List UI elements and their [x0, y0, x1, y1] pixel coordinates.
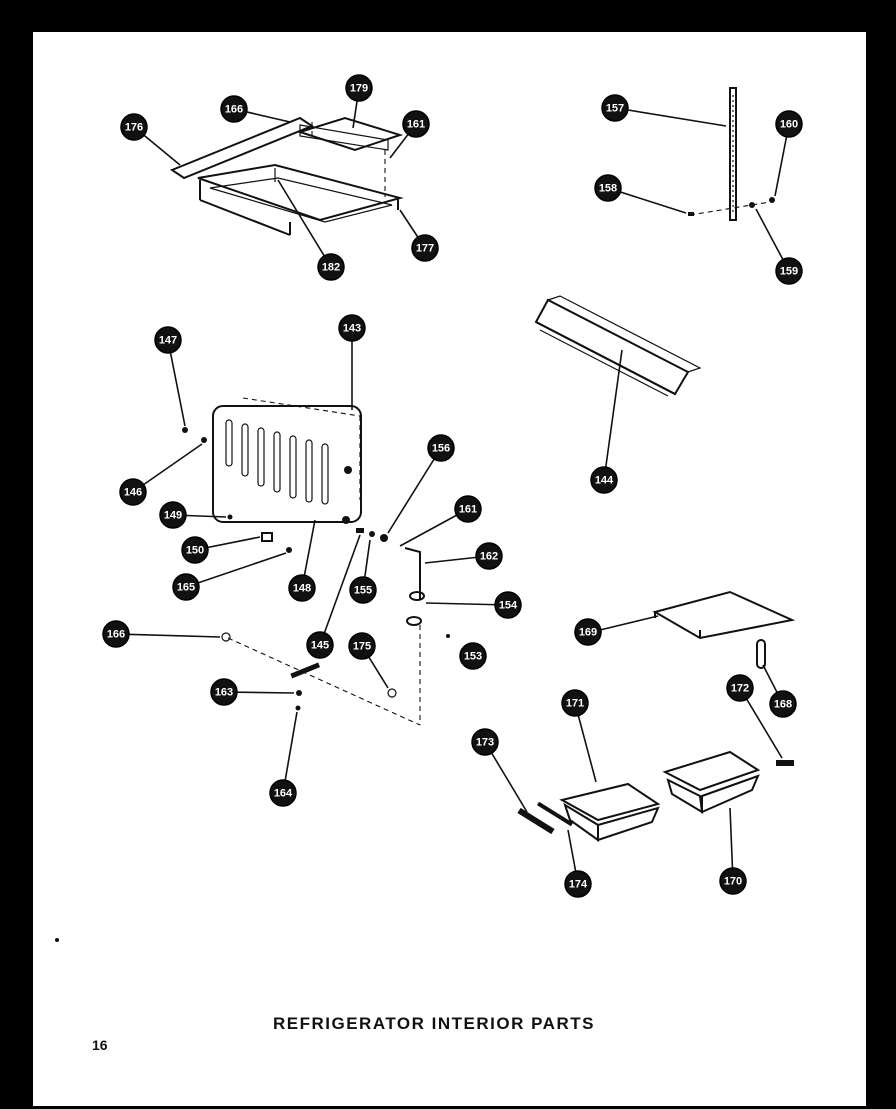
callout-label: 164 [274, 788, 293, 800]
callout-label: 161 [407, 119, 425, 131]
callout-label: 156 [432, 443, 450, 455]
callout-label: 149 [164, 510, 182, 522]
callout-label: 161 [459, 504, 477, 516]
callout-166: 166 [220, 95, 248, 123]
callout-176: 176 [120, 113, 148, 141]
shelf-rail-assembly [688, 87, 775, 221]
callout-147: 147 [154, 326, 182, 354]
callout-145: 145 [306, 631, 334, 659]
callout-label: 144 [595, 475, 614, 487]
crisper-shield-panel [182, 397, 362, 553]
callout-161: 161 [454, 495, 482, 523]
callout-172: 172 [726, 674, 754, 702]
callout-163: 163 [210, 678, 238, 706]
callout-label: 163 [215, 687, 233, 699]
callout-label: 155 [354, 585, 372, 597]
callout-155: 155 [349, 576, 377, 604]
diagram-sheet [33, 32, 866, 1106]
callout-label: 148 [293, 583, 311, 595]
callout-182: 182 [317, 253, 345, 281]
spring [756, 639, 766, 669]
callout-label: 166 [107, 629, 125, 641]
crisper-pan-large [662, 750, 761, 814]
pin [776, 760, 794, 766]
callout-label: 159 [780, 266, 798, 278]
callout-165: 165 [172, 573, 200, 601]
callout-label: 179 [350, 83, 368, 95]
callout-label: 165 [177, 582, 195, 594]
callout-169: 169 [574, 618, 602, 646]
callout-label: 176 [125, 122, 143, 134]
shelf-frame-assembly [169, 116, 404, 236]
callout-153: 153 [459, 642, 487, 670]
callout-170: 170 [719, 867, 747, 895]
callout-166: 166 [102, 620, 130, 648]
callout-156: 156 [427, 434, 455, 462]
callout-143: 143 [338, 314, 366, 342]
callout-label: 143 [343, 323, 361, 335]
stray-mark [55, 938, 59, 942]
callout-label: 182 [322, 262, 340, 274]
callout-label: 173 [476, 737, 494, 749]
callout-label: 162 [480, 551, 498, 563]
callout-157: 157 [601, 94, 629, 122]
callout-label: 166 [225, 104, 243, 116]
callout-label: 174 [569, 879, 588, 891]
callout-label: 171 [566, 698, 584, 710]
callout-label: 169 [579, 627, 597, 639]
callout-158: 158 [594, 174, 622, 202]
callout-171: 171 [561, 689, 589, 717]
callout-162: 162 [475, 542, 503, 570]
callout-label: 158 [599, 183, 617, 195]
callout-label: 168 [774, 699, 792, 711]
crisper-pan-small [559, 782, 661, 842]
hinge-parts [221, 528, 450, 726]
callout-label: 170 [724, 876, 742, 888]
callout-146: 146 [119, 478, 147, 506]
callout-144: 144 [590, 466, 618, 494]
callout-label: 146 [124, 487, 142, 499]
callout-177: 177 [411, 234, 439, 262]
callout-label: 145 [311, 640, 329, 652]
page-number: 16 [92, 1037, 108, 1053]
callout-label: 175 [353, 641, 371, 653]
callout-164: 164 [269, 779, 297, 807]
callout-168: 168 [769, 690, 797, 718]
callout-154: 154 [494, 591, 522, 619]
callout-label: 147 [159, 335, 177, 347]
callout-175: 175 [348, 632, 376, 660]
callout-150: 150 [181, 536, 209, 564]
callout-148: 148 [288, 574, 316, 602]
callout-160: 160 [775, 110, 803, 138]
callout-label: 150 [186, 545, 204, 557]
callout-173: 173 [471, 728, 499, 756]
callout-161: 161 [402, 110, 430, 138]
callout-179: 179 [345, 74, 373, 102]
callout-label: 172 [731, 683, 749, 695]
callout-label: 154 [499, 600, 518, 612]
callout-label: 177 [416, 243, 434, 255]
shelf-channel [534, 295, 702, 397]
crisper-cover [652, 590, 796, 640]
callout-174: 174 [564, 870, 592, 898]
callout-159: 159 [775, 257, 803, 285]
diagram-title: REFRIGERATOR INTERIOR PARTS [273, 1014, 595, 1033]
pan-slides [517, 801, 574, 835]
callout-label: 153 [464, 651, 482, 663]
callout-label: 157 [606, 103, 624, 115]
callout-149: 149 [159, 501, 187, 529]
callout-label: 160 [780, 119, 798, 131]
